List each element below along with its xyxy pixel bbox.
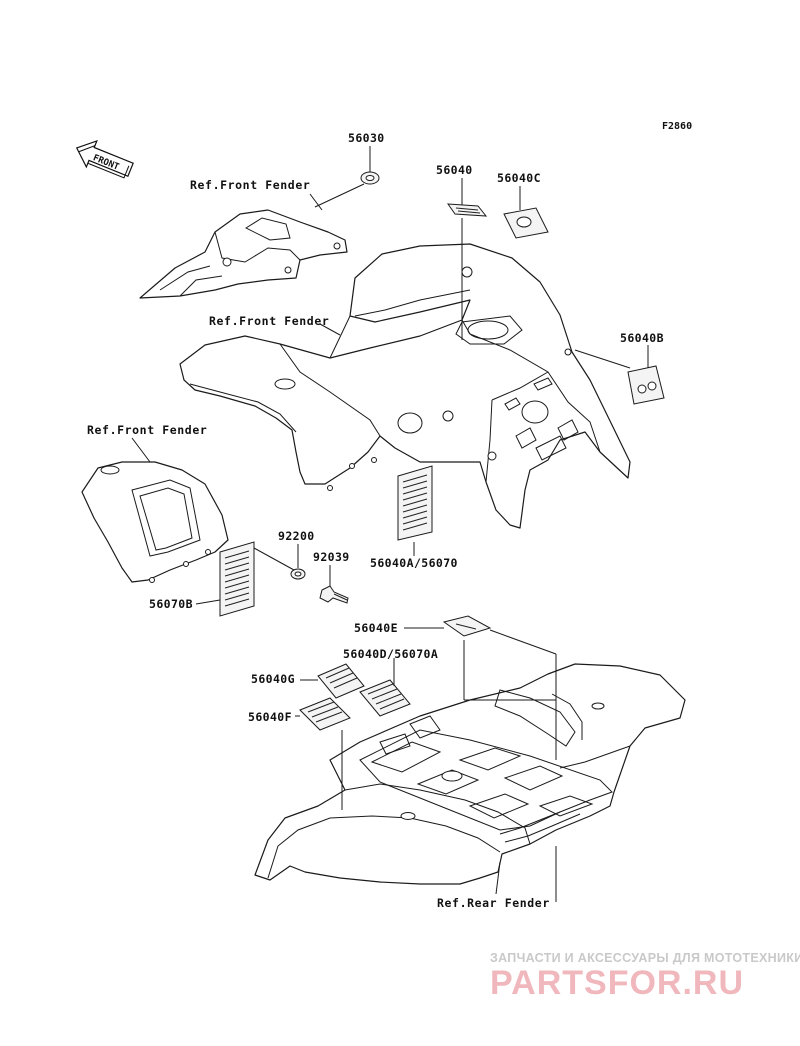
decal-56040f	[299, 697, 351, 731]
decal-56040c	[503, 207, 549, 239]
label-56040e: 56040E	[354, 621, 398, 635]
label-56040g: 56040G	[251, 672, 295, 686]
leader-lines	[131, 146, 649, 902]
decal-56040e	[442, 615, 492, 637]
rivet-92039	[319, 585, 349, 604]
label-56040d-56070a: 56040D/56070A	[343, 647, 438, 661]
label-56040: 56040	[436, 163, 473, 177]
label-56040b: 56040B	[620, 331, 664, 345]
label-56040c: 56040C	[497, 171, 541, 185]
decal-56070b	[219, 541, 255, 617]
label-56030: 56030	[348, 131, 385, 145]
front-fender-main	[179, 243, 631, 529]
label-56040f: 56040F	[248, 710, 292, 724]
figure-code: F2860	[662, 121, 692, 132]
decal-56030	[360, 171, 380, 185]
front-fender-left	[81, 461, 229, 583]
label-92200: 92200	[278, 529, 315, 543]
washer-92200	[290, 568, 306, 580]
front-fender-bracket	[139, 209, 348, 299]
ref-front-fender-2: Ref.Front Fender	[209, 314, 329, 328]
ref-front-fender-1: Ref.Front Fender	[190, 178, 310, 192]
label-56070b: 56070B	[149, 597, 193, 611]
ref-front-fender-3: Ref.Front Fender	[87, 423, 207, 437]
decal-56040	[446, 203, 488, 217]
label-92039: 92039	[313, 550, 350, 564]
front-arrow-icon: FRONT	[75, 139, 134, 179]
watermark-tagline: ЗАПЧАСТИ И АКСЕССУАРЫ ДЛЯ МОТОТЕХНИКИ	[490, 951, 800, 965]
decal-56040d-56070a	[359, 679, 411, 717]
decal-56040b	[627, 365, 665, 405]
rear-fender	[254, 663, 686, 885]
decal-56040a-56070	[397, 465, 433, 541]
label-56040a-56070: 56040A/56070	[370, 556, 458, 570]
decal-56040g	[317, 663, 365, 699]
ref-rear-fender: Ref.Rear Fender	[437, 896, 550, 910]
watermark-brand: PARTSFOR.RU	[490, 964, 744, 1002]
